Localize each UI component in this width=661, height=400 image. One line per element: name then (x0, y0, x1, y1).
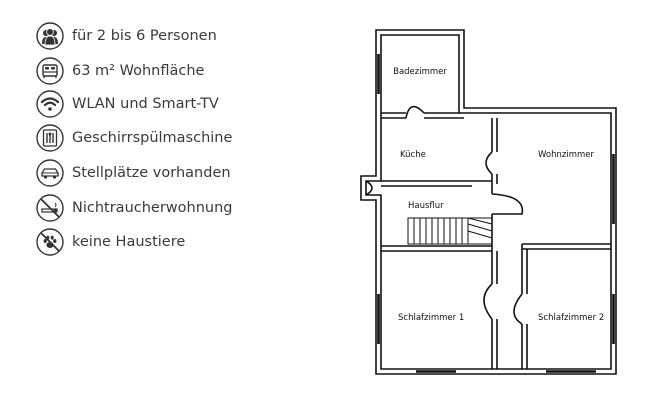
feature-label: 63 m² Wohnfläche (72, 63, 205, 79)
bedroom1-door (483, 283, 493, 320)
feature-area: 63 m² Wohnfläche (36, 57, 204, 85)
room-label-bedroom2: Schlafzimmer 2 (538, 313, 604, 323)
floor-plan: Badezimmer Küche Wohnzimmer Hausflur Sch… (360, 29, 617, 375)
feature-label: Nichtraucherwohnung (72, 200, 233, 216)
feature-nonsmoking: Nichtraucherwohnung (36, 194, 233, 222)
feature-nopets: keine Haustiere (36, 228, 185, 256)
no-smoking-icon (36, 194, 64, 222)
feature-list: für 2 bis 6 Personen 63 m² Wohnfläche WL… (36, 22, 233, 256)
feature-wifi: WLAN und Smart-TV (36, 90, 219, 118)
feature-parking: Stellplätze vorhanden (36, 159, 231, 187)
feature-guests: für 2 bis 6 Personen (36, 22, 217, 50)
bedroom2-door (513, 293, 523, 325)
bed-icon (36, 57, 64, 85)
feature-label: für 2 bis 6 Personen (72, 28, 217, 44)
windows (377, 54, 615, 373)
wifi-icon (36, 90, 64, 118)
room-label-bedroom1: Schlafzimmer 1 (398, 313, 464, 323)
feature-label: Stellplätze vorhanden (72, 165, 231, 181)
feature-label: Geschirrspülmaschine (72, 130, 233, 146)
bathroom-door (405, 105, 425, 119)
living-door (485, 151, 493, 175)
feature-dishwasher: Geschirrspülmaschine (36, 124, 232, 152)
feature-label: WLAN und Smart-TV (72, 96, 219, 112)
entrance-door (365, 180, 373, 196)
room-label-kitchen: Küche (400, 150, 426, 160)
room-label-hallway: Hausflur (408, 201, 444, 211)
hallway-door (491, 193, 524, 215)
car-icon (36, 159, 64, 187)
outer-wall-inner (365, 34, 612, 370)
outer-wall-outer (360, 29, 617, 375)
no-pets-icon (36, 228, 64, 256)
people-icon (36, 22, 64, 50)
staircase (407, 217, 493, 245)
room-label-living: Wohnzimmer (538, 150, 594, 160)
room-label-bathroom: Badezimmer (393, 67, 447, 77)
dishwasher-icon (36, 124, 64, 152)
feature-label: keine Haustiere (72, 234, 186, 250)
